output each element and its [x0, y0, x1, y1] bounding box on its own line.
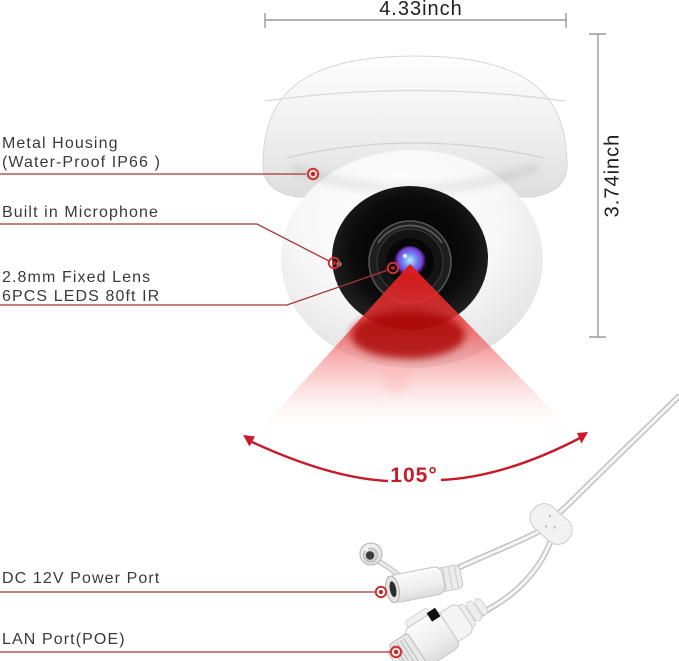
power-label-line1: DC 12V Power Port — [2, 570, 161, 587]
arc-right-segment — [440, 436, 581, 482]
dc-cap-strap — [375, 558, 400, 577]
arc-arrowhead-right — [577, 432, 588, 444]
power-label: DC 12V Power Port — [2, 570, 160, 589]
camera-base — [262, 55, 568, 198]
dc-power-connector — [359, 542, 464, 604]
lens-glow — [394, 246, 426, 278]
width-dimension-label: 4.33inch — [379, 0, 463, 20]
arc-left-segment — [251, 440, 389, 483]
lens-label-line2: 6PCS LEDS 80ft IR — [2, 287, 161, 305]
beam-angle-arc — [243, 432, 588, 483]
callout-lines — [0, 173, 390, 653]
lan-label: LAN Port(POE) — [2, 631, 126, 650]
rj45-clip-window — [426, 607, 441, 622]
ir-beam-lightspot — [381, 362, 411, 392]
lan-label-line1: LAN Port(POE) — [2, 631, 126, 648]
lens-leader — [0, 269, 389, 306]
callout-dots — [306, 167, 403, 659]
pigtail-cable-assembly — [359, 394, 679, 661]
metal-housing-label-line2: (Water-Proof IP66 ) — [2, 153, 162, 171]
height-dimension-line — [589, 33, 606, 338]
beam-angle-label: 105° — [390, 464, 438, 487]
width-dimension-line — [264, 13, 567, 28]
lens-specular — [402, 253, 408, 259]
lens-dot — [386, 261, 400, 275]
microphone-dot — [327, 256, 341, 270]
height-dimension-label: 3.74inch — [601, 133, 624, 218]
microphone-leader — [0, 223, 330, 262]
lan-branch-cable — [473, 534, 555, 621]
rj45-lan-connector — [387, 597, 489, 661]
metal-housing-dot — [306, 167, 320, 181]
dc-cap — [359, 542, 383, 566]
main-cable — [548, 394, 679, 523]
lens-label: 2.8mm Fixed Lens 6PCS LEDS 80ft IR — [2, 269, 160, 306]
camera-body — [262, 55, 568, 368]
camera-base-seam — [264, 89, 566, 102]
ir-beam-hotspot — [351, 311, 465, 359]
power-branch-cable — [457, 529, 541, 570]
ir-beam — [248, 264, 581, 443]
lan-dot — [389, 645, 403, 659]
power-dot — [374, 585, 388, 599]
metal-housing-label-line1: Metal Housing — [2, 135, 119, 152]
cable-splitter — [529, 503, 573, 545]
microphone-label: Built in Microphone — [2, 204, 159, 223]
microphone-label-line1: Built in Microphone — [2, 204, 159, 221]
metal-housing-label: Metal Housing (Water-Proof IP66 ) — [2, 135, 161, 172]
dc-barrel — [385, 564, 464, 604]
base-ball-crease — [285, 142, 545, 159]
arc-arrowhead-left — [243, 435, 255, 447]
lens-label-line1: 2.8mm Fixed Lens — [2, 269, 152, 286]
